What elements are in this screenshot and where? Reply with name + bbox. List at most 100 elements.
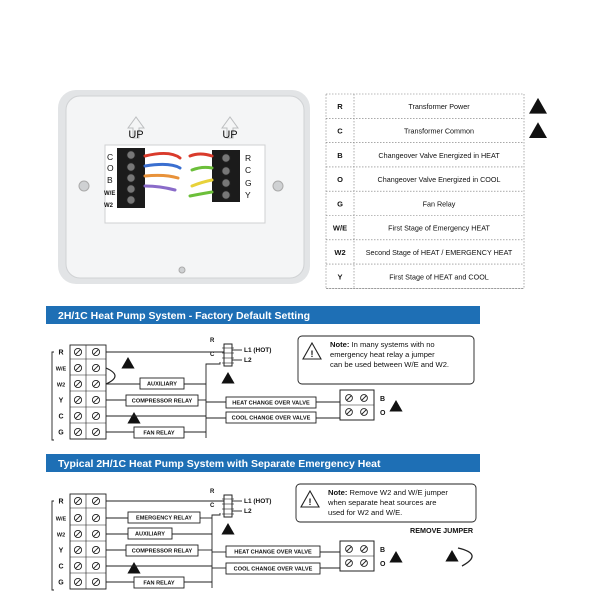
terminal-screw: [360, 545, 368, 553]
transformer-r-label: R: [210, 338, 215, 344]
svg-text:!: !: [309, 497, 312, 507]
terminal-label: W2: [57, 383, 65, 389]
auxiliary-box: AUXILIARY: [139, 377, 185, 390]
marker-number: 5: [126, 363, 130, 369]
marker-number: 3: [132, 568, 136, 574]
legend-desc: Second Stage of HEAT / EMERGENCY HEAT: [366, 248, 513, 257]
terminal-label: C: [58, 564, 63, 571]
note-line: Note: In many systems with no: [330, 340, 435, 349]
section2-banner: [46, 454, 480, 472]
terminal-screw: [91, 561, 101, 571]
marker-number: 1: [226, 529, 230, 535]
svg-text:!: !: [311, 349, 314, 359]
legend-row: O Changeover Valve Energized in COOL: [326, 175, 524, 192]
legend-code: Y: [337, 272, 342, 281]
terminal-label: W2: [57, 533, 65, 539]
terminal-screw: [91, 347, 101, 357]
mount-hole: [178, 266, 186, 274]
note-line: Note: Remove W2 and W/E jumper: [328, 488, 448, 497]
terminal-label-right: G: [245, 178, 252, 188]
fan-relay-box: FAN RELAY: [133, 426, 185, 439]
photo-wires: [143, 151, 214, 198]
legend-row: Y First Stage of HEAT and COOL: [326, 272, 524, 289]
marker-number: 2: [394, 406, 398, 412]
heat-changeover-valve-box-label: HEAT CHANGE OVER VALVE: [234, 550, 312, 556]
terminal-screw: [73, 545, 83, 555]
terminal-screw: [73, 363, 83, 373]
warning-triangle-icon: 1: [221, 522, 235, 535]
terminal-screw: [360, 394, 368, 402]
terminal-label-left: C: [107, 152, 113, 162]
jumper-wire: [105, 367, 116, 385]
cool-changeover-valve-box-label: COOL CHANGE OVER VALVE: [234, 567, 313, 573]
marker-number: 3: [132, 418, 136, 424]
terminal-screw: [91, 411, 101, 421]
terminal-label-left: O: [107, 163, 114, 173]
valve-term-b: B: [380, 396, 385, 403]
terminal-label: Y: [59, 398, 64, 405]
terminal-screw: [360, 559, 368, 567]
fan-relay-box-label: FAN RELAY: [143, 581, 174, 587]
compressor-relay-box-label: COMPRESSOR RELAY: [132, 549, 193, 555]
up-arrow-icon: [221, 116, 239, 139]
terminal-label-left: B: [107, 175, 113, 185]
auxiliary-box-label: AUXILIARY: [147, 382, 177, 388]
legend-desc: Transformer Power: [408, 102, 470, 111]
transformer-l1-label: L1 (HOT): [244, 498, 271, 505]
terminal-label: W/E: [56, 517, 67, 523]
transformer-c-label: C: [210, 503, 215, 509]
terminal-screw: [73, 529, 83, 539]
warning-triangle-icon: 3: [127, 411, 141, 424]
terminal-screw: [360, 408, 368, 416]
terminal-label-left: W2: [104, 203, 114, 209]
changeover-valve-block: BO: [339, 540, 386, 572]
legend-code: W2: [334, 248, 345, 257]
terminal-screw: [345, 559, 353, 567]
warning-triangle-icon: 5: [121, 356, 135, 369]
terminal-label: G: [58, 430, 64, 437]
warning-triangle-icon: 5: [445, 549, 459, 562]
removed-jumper-wire: [457, 547, 473, 567]
terminal-screw: [73, 427, 83, 437]
compressor-relay-box: COMPRESSOR RELAY: [125, 544, 199, 557]
up-arrow-icon: [127, 116, 145, 139]
terminal-screw: [73, 411, 83, 421]
transformer-l2-label: L2: [244, 508, 252, 515]
warning-triangle-icon: 1: [529, 97, 547, 114]
cool-changeover-valve-box: COOL CHANGE OVER VALVE: [225, 411, 317, 424]
valve-term-o: O: [380, 561, 386, 568]
legend-desc: Transformer Common: [404, 126, 474, 135]
marker-number: 2: [394, 557, 398, 563]
heat-changeover-valve-box: HEAT CHANGE OVER VALVE: [225, 396, 317, 409]
terminal-screw: [91, 379, 101, 389]
terminal-screw: [91, 529, 101, 539]
legend-desc: Changeover Valve Energized in COOL: [378, 175, 501, 184]
cool-changeover-valve-box: COOL CHANGE OVER VALVE: [225, 562, 321, 575]
legend-desc: First Stage of HEAT and COOL: [389, 272, 489, 281]
legend-desc: First Stage of Emergency HEAT: [388, 224, 490, 233]
cool-changeover-valve-box-label: COOL CHANGE OVER VALVE: [232, 416, 311, 422]
caution-icon: !: [302, 341, 322, 360]
marker-number: 5: [450, 556, 454, 562]
legend-border: [325, 93, 525, 289]
marker-number: 1: [226, 378, 230, 384]
legend-code: B: [337, 151, 343, 160]
note-line: used for W2 and W/E.: [328, 508, 402, 517]
emergency-relay-box-label: EMERGENCY RELAY: [136, 516, 192, 522]
mount-screw: [272, 180, 284, 192]
terminal-screw: [345, 394, 353, 402]
marker-number: 1: [536, 105, 541, 114]
legend-code: R: [337, 102, 343, 111]
bracket: [51, 500, 54, 591]
terminal-screw: [91, 577, 101, 587]
warning-triangle-icon: 2: [389, 399, 403, 412]
terminal-screw: [73, 347, 83, 357]
warning-triangle-icon: 2: [389, 550, 403, 563]
warning-triangle-icon: 1: [221, 371, 235, 384]
terminal-screw: [73, 561, 83, 571]
legend-code: O: [337, 175, 343, 184]
